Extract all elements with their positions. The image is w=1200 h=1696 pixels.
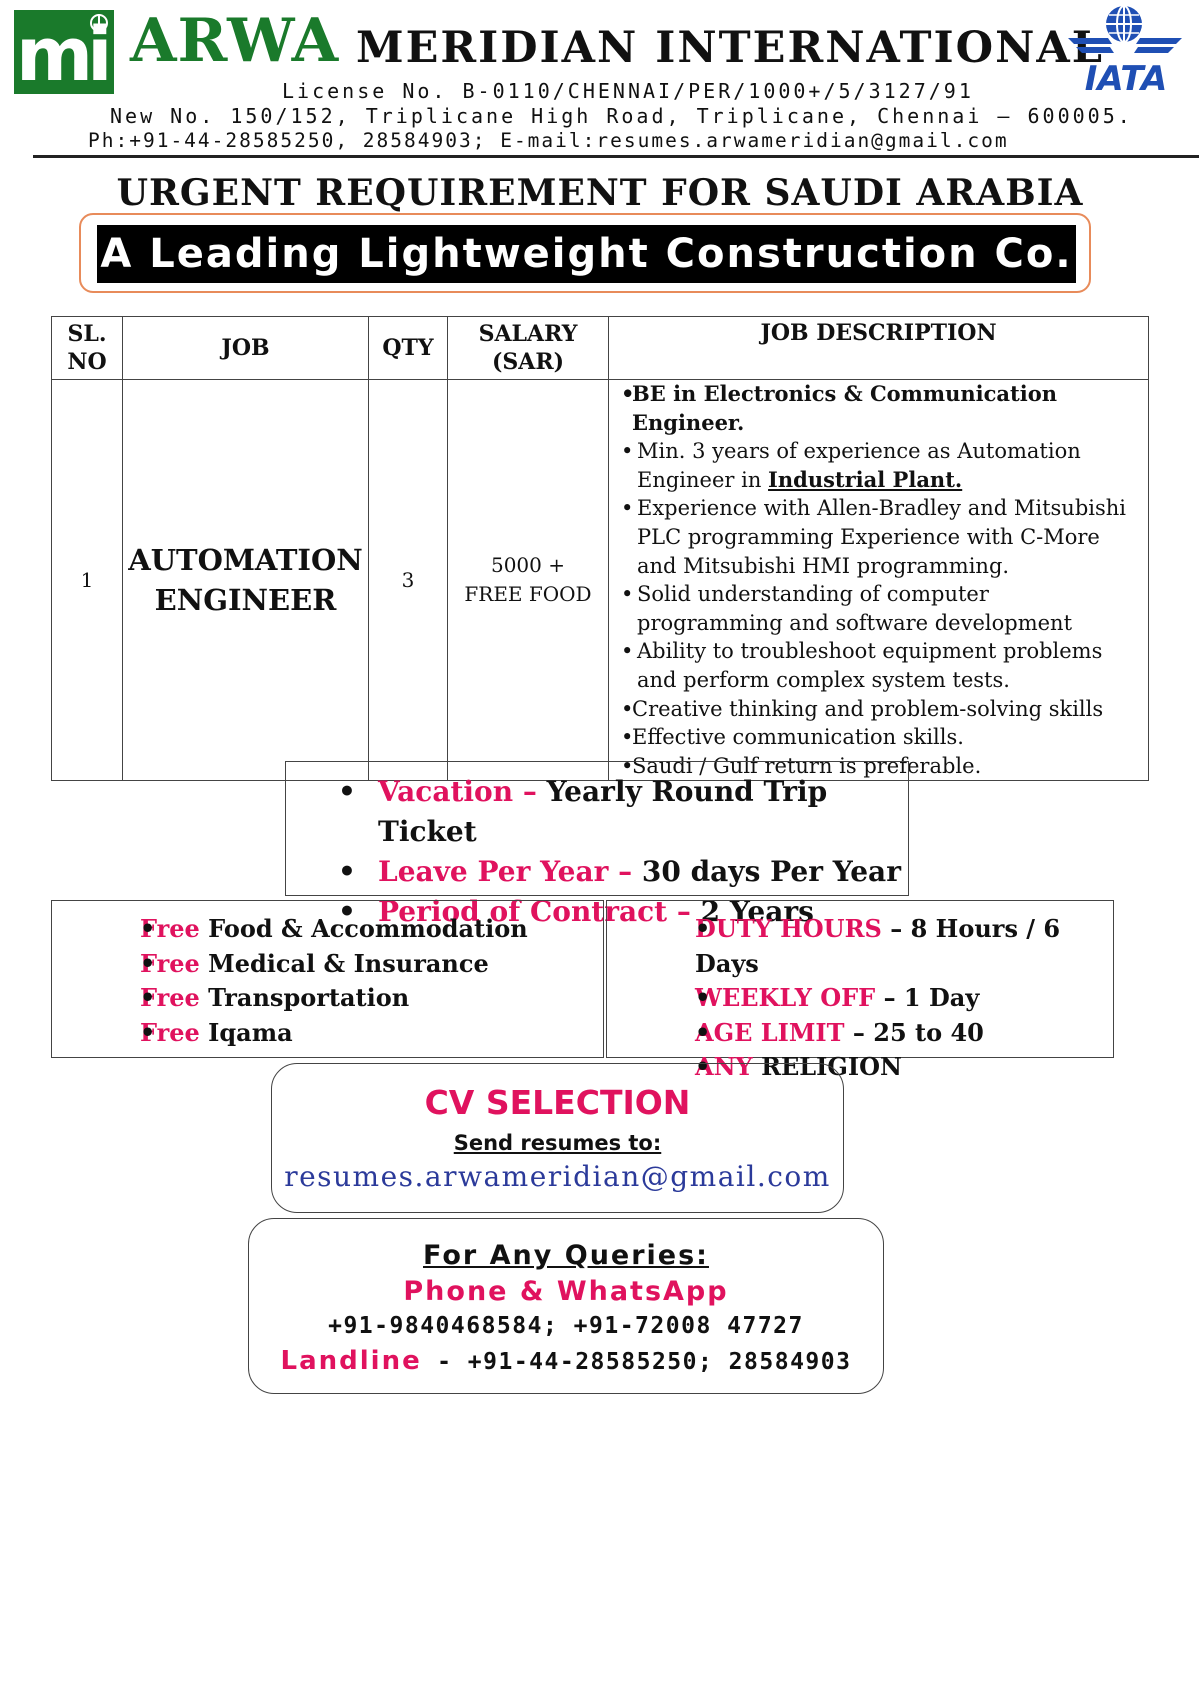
benefits-list: Free Food & Accommodation Free Medical &… [102,912,528,1050]
condition-label: WEEKLY OFF [695,983,876,1012]
description-text: Min. 3 years of experience as Automation… [637,439,1081,492]
description-list: BE in Electronics & Communication Engine… [619,380,1140,780]
send-resumes-label: Send resumes to: [453,1131,662,1155]
header-qty: QTY [368,316,448,380]
iata-logo: IATA [1068,5,1182,99]
cv-selection-box [271,1063,844,1213]
company-frame [79,213,1091,293]
term-label: Leave Per Year – [378,855,633,888]
description-item: Effective communication skills. [619,723,1140,752]
condition-label: DUTY HOURS [695,914,882,943]
list-item: WEEKLY OFF – 1 Day [657,981,1113,1016]
description-item: BE in Electronics & Communication Engine… [619,380,1140,437]
description-emphasis: Industrial Plant. [768,466,963,492]
globe-icon [90,14,108,32]
list-item: Free Medical & Insurance [102,947,528,982]
iata-text: IATA [1085,59,1168,99]
landline-label: Landline [280,1346,422,1376]
job-title: AUTOMATION ENGINEER [128,543,363,618]
contract-terms-box: Vacation – Yearly Round Trip Ticket Leav… [285,761,909,932]
office-address: New No. 150/152, Triplicane High Road, T… [110,104,1133,128]
description-item: Creative thinking and problem-solving sk… [619,695,1140,724]
list-item: Free Iqama [102,1016,528,1051]
queries-title: For Any Queries: [423,1240,709,1271]
iata-globe-icon [1106,5,1142,43]
table-row: 1 AUTOMATION ENGINEER 3 5000 + FREE FOOD… [51,378,1149,782]
cell-salary: 5000 + FREE FOOD [447,378,609,782]
condition-label: AGE LIMIT [695,1017,845,1047]
header-contact: Ph:+91-44-28585250, 28584903; E-mail:res… [88,129,1009,152]
logo-monogram: mi [16,12,113,98]
headline: URGENT REQUIREMENT FOR SAUDI ARABIA [116,172,1084,214]
list-item: Vacation – Yearly Round Trip Ticket [338,772,908,852]
landline-line: Landline - +91-44-28585250; 28584903 [248,1344,884,1379]
brand-name-arwa: ARWA [130,6,340,76]
description-item: Min. 3 years of experience as Automation… [619,437,1140,494]
cell-job: AUTOMATION ENGINEER [122,378,369,782]
company-banner: A Leading Lightweight Construction Co. [97,225,1076,283]
conditions-list: DUTY HOURS – 8 Hours / 6 Days WEEKLY OFF… [657,912,1113,1085]
resume-email-link[interactable]: resumes.arwameridian@gmail.com [284,1160,831,1193]
brand-name-meridian: MERIDIAN INTERNATIONAL [356,23,1104,73]
job-table: SL. NO JOB QTY SALARY (SAR) JOB DESCRIPT… [51,316,1149,782]
description-item: Solid understanding of computer programm… [619,580,1140,637]
header-sl-no: SL. NO [51,316,123,380]
cell-description: BE in Electronics & Communication Engine… [608,378,1149,782]
description-item: Experience with Allen-Bradley and Mitsub… [619,494,1140,580]
header-job: JOB [122,316,369,380]
term-value: 30 days Per Year [641,855,901,888]
term-label: Vacation – [378,775,537,808]
list-item: Leave Per Year – 30 days Per Year [338,852,908,892]
license-number: License No. B-0110/CHENNAI/PER/1000+/5/3… [282,79,974,103]
condition-value: – 1 Day [883,983,980,1012]
salary-text: 5000 + FREE FOOD [464,553,592,607]
list-item: AGE LIMIT – 25 to 40 [657,1016,1113,1051]
benefit-value: Medical & Insurance [208,948,489,978]
benefit-label: Free [140,914,200,943]
cell-sl-no: 1 [51,378,123,782]
conditions-box: DUTY HOURS – 8 Hours / 6 Days WEEKLY OFF… [606,900,1114,1084]
benefit-label: Free [140,983,200,1012]
header-divider [33,155,1199,158]
benefit-value: Iqama [208,1017,293,1047]
cell-qty: 3 [368,378,448,782]
list-item: DUTY HOURS – 8 Hours / 6 Days [657,912,1113,981]
benefit-label: Free [140,948,200,978]
queries-box [248,1218,884,1394]
header-description: JOB DESCRIPTION [608,316,1149,380]
iata-wings-icon [1068,38,1182,53]
condition-value: – 25 to 40 [852,1017,984,1047]
condition-value: – 8 Hours / 6 Days [695,914,1061,978]
benefit-value: Transportation [208,983,410,1012]
phone-numbers[interactable]: +91-9840468584; +91-72008 47727 [328,1313,804,1339]
description-item: Ability to troubleshoot equipment proble… [619,637,1140,694]
benefit-value: Food & Accommodation [208,914,528,943]
benefits-box: Free Food & Accommodation Free Medical &… [51,900,604,1058]
phone-whatsapp-label: Phone & WhatsApp [403,1276,729,1307]
landline-numbers[interactable]: - +91-44-28585250; 28584903 [421,1349,852,1375]
cv-selection-title: CV SELECTION [424,1083,691,1122]
benefit-label: Free [140,1017,200,1047]
company-logo: mi [14,10,114,94]
table-header-row: SL. NO JOB QTY SALARY (SAR) JOB DESCRIPT… [51,316,1149,380]
list-item: Free Food & Accommodation [102,912,528,947]
list-item: Free Transportation [102,981,528,1016]
header-salary: SALARY (SAR) [447,316,609,380]
term-value: Yearly Round Trip Ticket [378,775,828,848]
